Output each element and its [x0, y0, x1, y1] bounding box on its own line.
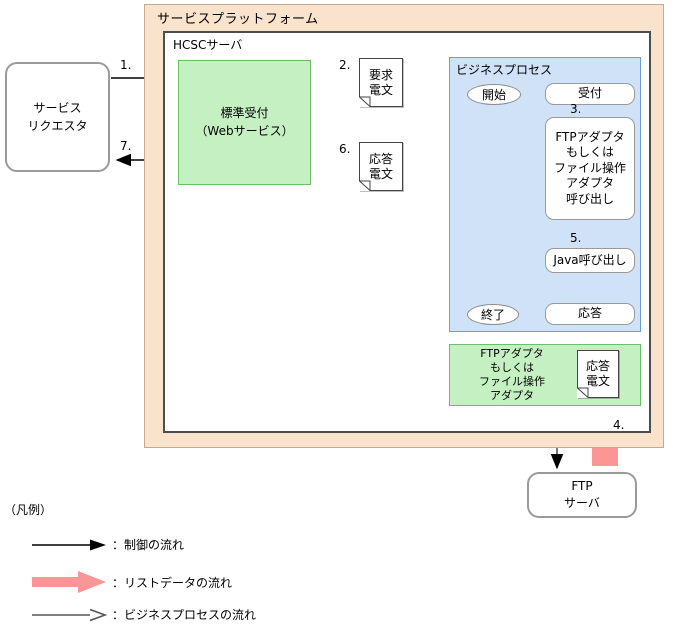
legend-item-business-process-flow: ：ビジネスプロセスの流れ — [30, 606, 256, 623]
legend-item-control-flow: ：制御の流れ — [30, 536, 184, 553]
legend-label-business-process-flow: ：ビジネスプロセスの流れ — [112, 608, 257, 622]
standard-reception-line1: 標準受付 — [220, 106, 269, 121]
document-response-ftp-line1: 応答 — [585, 359, 610, 373]
bp-node-adapter-call: FTPアダプタ もしくは ファイル操作 アダプタ 呼び出し — [545, 117, 635, 220]
step-label-4: 4. — [613, 418, 625, 432]
ftp-adapter-line4: アダプタ — [490, 389, 534, 403]
bp-adapter-call-line1: FTPアダプタ — [555, 130, 625, 145]
service-platform-title: サービスプラットフォーム — [157, 12, 319, 27]
ftp-adapter-line3: ファイル操作 — [479, 375, 545, 388]
ftp-server-node: FTP サーバ — [527, 472, 637, 518]
standard-reception-node: 標準受付 （Webサービス） — [178, 60, 311, 185]
ftp-adapter-line1: FTPアダプタ — [480, 346, 544, 360]
document-response-message-ftp: 応答 電文 — [577, 350, 619, 398]
step-label-2: 2. — [339, 58, 351, 72]
bp-adapter-call-line4: アダプタ — [565, 176, 614, 191]
ftp-adapter-label: FTPアダプタ もしくは ファイル操作 アダプタ — [452, 347, 572, 403]
document-shape-icon — [359, 58, 403, 107]
document-response-line1: 応答 — [368, 151, 393, 166]
document-shape-icon — [359, 142, 403, 191]
thick-pink-arrow-icon — [32, 571, 106, 593]
ftp-server-line1: FTP — [571, 478, 593, 493]
bp-adapter-call-line2: もしくは — [565, 145, 614, 160]
document-request-message: 要求 電文 — [359, 58, 403, 107]
business-process-title: ビジネスプロセス — [456, 63, 553, 77]
document-request-line1: 要求 — [368, 67, 393, 82]
bp-node-reception: 受付 — [545, 83, 635, 105]
bp-node-response: 応答 — [545, 303, 635, 325]
document-request-line2: 電文 — [368, 82, 393, 97]
legend-label-control-flow: ：制御の流れ — [112, 538, 185, 552]
bp-node-java-call: Java呼び出し — [545, 248, 635, 273]
document-response-message: 応答 電文 — [359, 142, 403, 191]
bp-adapter-call-line3: ファイル操作 — [553, 160, 626, 175]
service-requestor-line2: リクエスタ — [27, 119, 88, 133]
document-response-line2: 電文 — [368, 166, 393, 181]
bp-node-end: 終了 — [467, 304, 519, 325]
step-label-5: 5. — [570, 231, 582, 245]
open-arrow-icon — [32, 608, 108, 621]
document-shape-icon — [577, 350, 619, 398]
standard-reception-line2: （Webサービス） — [195, 123, 294, 138]
legend-label-list-data-flow: ：リストデータの流れ — [112, 575, 233, 590]
document-response-ftp-line2: 電文 — [585, 374, 610, 388]
service-requestor-node: サービス リクエスタ — [5, 62, 110, 172]
ftp-adapter-line2: もしくは — [490, 360, 534, 374]
bp-adapter-call-line5: 呼び出し — [565, 191, 614, 206]
step-label-3: 3. — [570, 102, 582, 116]
bp-node-start: 開始 — [467, 84, 521, 105]
legend-item-list-data-flow: ：リストデータの流れ — [30, 570, 232, 594]
hcsc-server-title: HCSCサーバ — [173, 38, 243, 52]
solid-arrow-icon — [32, 539, 106, 550]
step-label-7: 7. — [120, 139, 132, 153]
service-requestor-line1: サービス — [33, 101, 82, 115]
step-label-6: 6. — [339, 142, 351, 156]
legend-title: （凡例） — [4, 503, 53, 517]
ftp-server-line2: サーバ — [564, 496, 600, 510]
step-label-1: 1. — [120, 58, 132, 72]
